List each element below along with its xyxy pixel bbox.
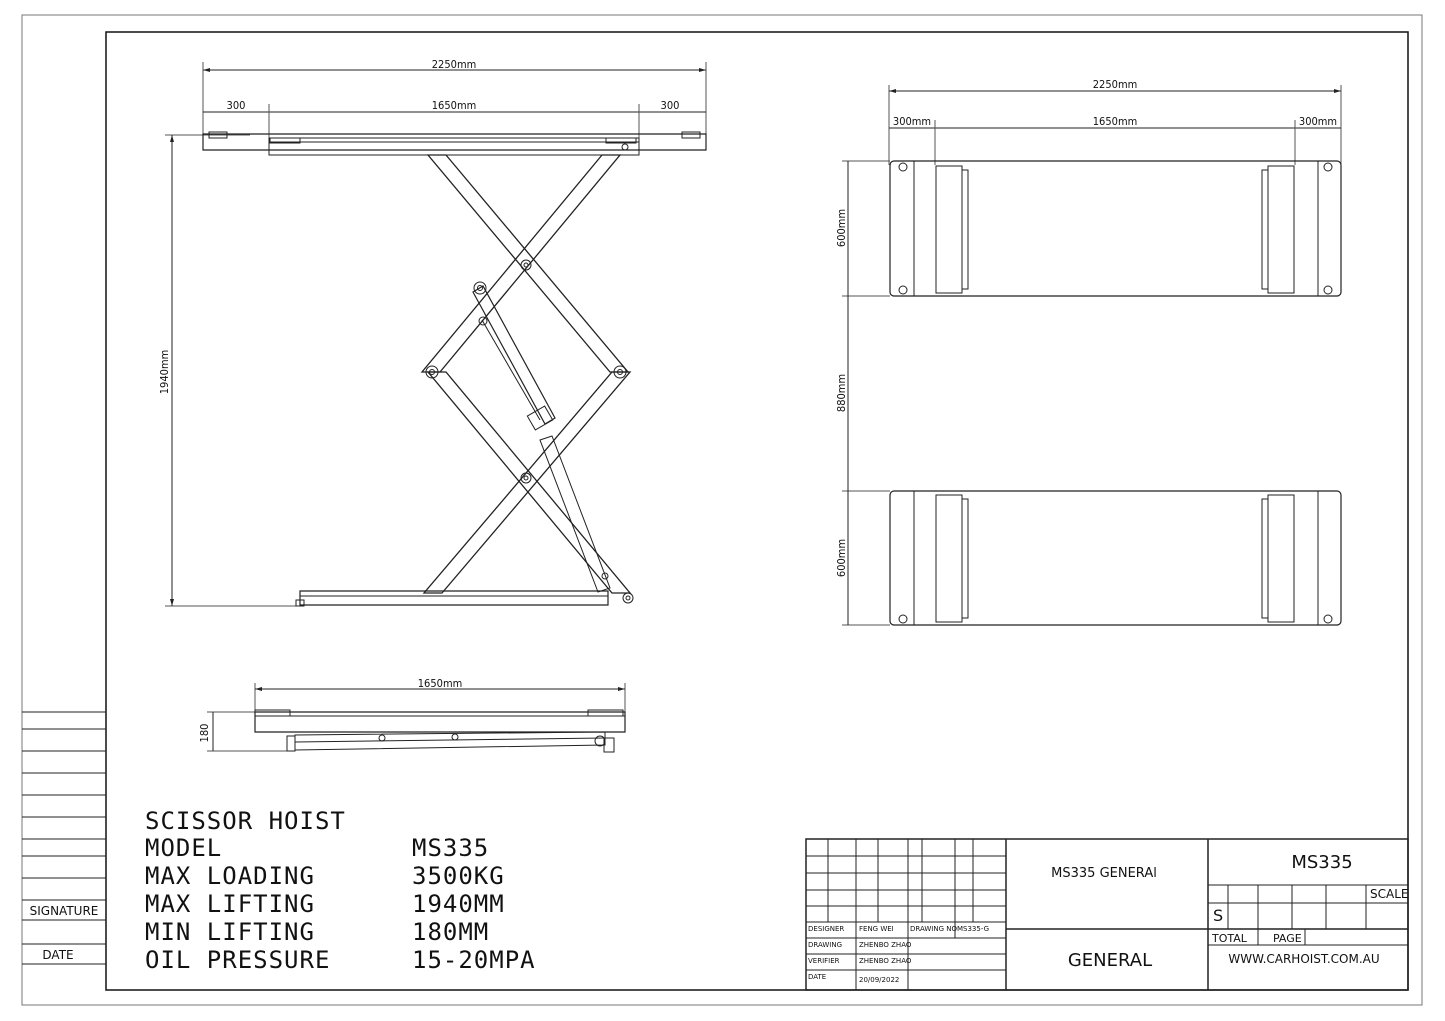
spec-label-model: MODEL xyxy=(145,834,222,862)
title-block: DESIGNER FENG WEI DRAWING NO MS335-G DRA… xyxy=(806,839,1408,990)
signature-block: SIGNATURE DATE xyxy=(22,712,106,964)
spec-label-oil-pressure: OIL PRESSURE xyxy=(145,946,330,974)
side-middle-width: 1650mm xyxy=(432,99,476,112)
top-platform-width-2: 600mm xyxy=(835,539,848,577)
side-overall-width: 2250mm xyxy=(432,58,476,71)
spec-label-max-loading: MAX LOADING xyxy=(145,862,315,890)
tb-total-label: TOTAL xyxy=(1211,932,1248,945)
spec-value-min-lifting: 180MM xyxy=(412,918,489,946)
spec-label-min-lifting: MIN LIFTING xyxy=(145,918,315,946)
tb-verifier-label: VERIFIER xyxy=(808,957,840,965)
tb-website: WWW.CARHOIST.COM.AU xyxy=(1228,952,1379,966)
top-left-extension: 300mm xyxy=(893,115,931,128)
side-view: 2250mm 300 1650mm 300 1940mm xyxy=(158,58,706,606)
spec-heading: SCISSOR HOIST xyxy=(145,807,346,835)
collapsed-height: 180 xyxy=(198,724,211,743)
top-view: 2250mm 300mm 1650mm 300mm 600mm 880mm 60… xyxy=(835,78,1341,625)
tb-subtitle: GENERAL xyxy=(1068,950,1152,971)
spec-label-max-lifting: MAX LIFTING xyxy=(145,890,315,918)
top-overall-width: 2250mm xyxy=(1093,78,1137,91)
side-right-extension: 300 xyxy=(661,99,680,112)
top-middle-width: 1650mm xyxy=(1093,115,1137,128)
signature-label: SIGNATURE xyxy=(30,904,99,918)
collapsed-width: 1650mm xyxy=(418,677,462,690)
sheet-border xyxy=(22,15,1422,1005)
spec-value-oil-pressure: 15-20MPA xyxy=(412,946,536,974)
drawing-frame xyxy=(106,32,1408,990)
tb-title: MS335 GENERAl xyxy=(1051,866,1157,881)
collapsed-view: 1650mm 180 xyxy=(198,677,625,752)
tb-date-label: DATE xyxy=(808,973,826,981)
tb-s-label: S xyxy=(1213,906,1223,925)
tb-model: MS335 xyxy=(1291,852,1352,873)
tb-designer-label: DESIGNER xyxy=(808,925,844,933)
top-right-extension: 300mm xyxy=(1299,115,1337,128)
spec-value-max-loading: 3500KG xyxy=(412,862,505,890)
tb-verifier: ZHENBO ZHAO xyxy=(859,957,912,965)
date-label: DATE xyxy=(42,948,73,962)
tb-drawing-no-label: DRAWING NO xyxy=(910,925,957,933)
tb-page-label: PAGE xyxy=(1273,932,1302,945)
side-left-extension: 300 xyxy=(227,99,246,112)
spec-value-model: MS335 xyxy=(412,834,489,862)
top-platform-width-1: 600mm xyxy=(835,209,848,247)
side-height: 1940mm xyxy=(158,350,171,394)
tb-drawing-label: DRAWING xyxy=(808,941,842,949)
specifications: SCISSOR HOIST MODEL MS335 MAX LOADING 35… xyxy=(145,807,536,974)
tb-drawing-no: MS335-G xyxy=(957,925,989,933)
tb-designer: FENG WEI xyxy=(859,925,894,933)
spec-value-max-lifting: 1940MM xyxy=(412,890,505,918)
tb-date: 20/09/2022 xyxy=(859,976,899,984)
tb-drawing-by: ZHENBO ZHAO xyxy=(859,941,912,949)
tb-scale-label: SCALE xyxy=(1370,887,1408,901)
top-gap: 880mm xyxy=(835,374,848,412)
